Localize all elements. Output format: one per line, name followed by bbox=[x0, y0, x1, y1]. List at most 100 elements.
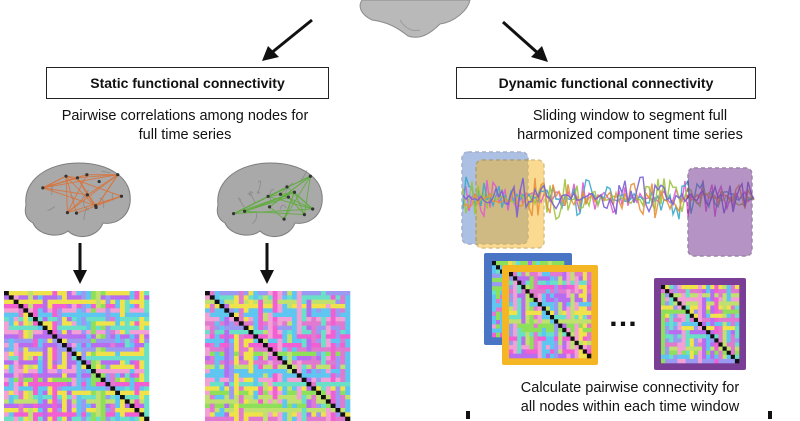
matrix-cell bbox=[718, 297, 722, 301]
matrix-cell bbox=[316, 378, 321, 383]
matrix-cell bbox=[86, 399, 91, 404]
matrix-cell bbox=[714, 301, 718, 305]
matrix-cell bbox=[579, 332, 583, 337]
matrix-cell bbox=[542, 332, 546, 337]
matrix-cell bbox=[521, 341, 525, 346]
matrix-cell bbox=[229, 408, 234, 413]
matrix-cell bbox=[115, 404, 120, 409]
matrix-cell bbox=[23, 304, 28, 309]
matrix-cell bbox=[229, 399, 234, 404]
matrix-cell bbox=[239, 391, 244, 396]
matrix-cell bbox=[23, 399, 28, 404]
matrix-cell bbox=[316, 404, 321, 409]
matrix-cell bbox=[714, 330, 718, 334]
matrix-cell bbox=[702, 289, 706, 293]
matrix-cell bbox=[710, 314, 714, 318]
matrix-cell bbox=[224, 295, 229, 300]
matrix-cell bbox=[205, 382, 210, 387]
matrix-cell bbox=[43, 386, 48, 391]
matrix-cell bbox=[550, 345, 554, 350]
matrix-cell bbox=[718, 310, 722, 314]
matrix-cell bbox=[575, 311, 579, 316]
matrix-cell bbox=[278, 300, 283, 305]
matrix-cell bbox=[702, 318, 706, 322]
matrix-cell bbox=[210, 343, 215, 348]
matrix-cell bbox=[316, 334, 321, 339]
matrix-cell bbox=[110, 365, 115, 370]
matrix-cell bbox=[677, 326, 681, 330]
matrix-cell bbox=[316, 386, 321, 391]
matrix-cell bbox=[496, 333, 500, 338]
matrix-cell bbox=[67, 399, 72, 404]
matrix-cell bbox=[278, 347, 283, 352]
matrix-cell bbox=[72, 330, 77, 335]
matrix-cell bbox=[340, 399, 345, 404]
matrix-cell bbox=[718, 330, 722, 334]
matrix-cell bbox=[215, 291, 220, 296]
matrix-cell bbox=[268, 399, 273, 404]
matrix-cell bbox=[263, 365, 268, 370]
matrix-cell bbox=[263, 295, 268, 300]
matrix-cell bbox=[249, 300, 254, 305]
matrix-cell bbox=[205, 378, 210, 383]
matrix-cell bbox=[258, 373, 263, 378]
matrix-cell bbox=[686, 338, 690, 342]
matrix-cell bbox=[321, 369, 326, 374]
matrix-cell bbox=[48, 330, 53, 335]
matrix-cell bbox=[292, 395, 297, 400]
matrix-cell bbox=[91, 369, 96, 374]
matrix-cell bbox=[336, 412, 341, 417]
matrix-cell bbox=[81, 382, 86, 387]
matrix-cell bbox=[345, 352, 350, 357]
matrix-cell bbox=[77, 313, 82, 318]
matrix-cell bbox=[538, 302, 542, 307]
matrix-cell bbox=[521, 349, 525, 354]
matrix-cell bbox=[253, 339, 258, 344]
matrix-cell bbox=[110, 352, 115, 357]
matrix-cell bbox=[550, 319, 554, 324]
matrix-cell bbox=[33, 308, 38, 313]
matrix-cell bbox=[530, 302, 534, 307]
matrix-cell bbox=[690, 297, 694, 301]
matrix-cell bbox=[263, 356, 268, 361]
matrix-cell bbox=[558, 302, 562, 307]
matrix-cell bbox=[546, 328, 550, 333]
matrix-cell bbox=[517, 289, 521, 294]
matrix-cell bbox=[135, 339, 140, 344]
matrix-cell bbox=[258, 356, 263, 361]
matrix-cell bbox=[4, 295, 9, 300]
matrix-cell bbox=[686, 334, 690, 338]
matrix-cell bbox=[718, 318, 722, 322]
matrix-cell bbox=[292, 347, 297, 352]
matrix-cell bbox=[234, 399, 239, 404]
matrix-cell bbox=[120, 304, 125, 309]
matrix-cell bbox=[661, 351, 665, 355]
matrix-cell bbox=[558, 337, 562, 342]
matrix-cell bbox=[33, 352, 38, 357]
matrix-cell bbox=[661, 314, 665, 318]
matrix-cell bbox=[258, 412, 263, 417]
matrix-cell bbox=[542, 285, 546, 290]
matrix-cell bbox=[292, 343, 297, 348]
matrix-cell bbox=[727, 342, 731, 346]
matrix-cell bbox=[139, 356, 144, 361]
matrix-cell bbox=[686, 310, 690, 314]
matrix-cell bbox=[86, 382, 91, 387]
matrix-cell bbox=[287, 330, 292, 335]
matrix-cell bbox=[686, 289, 690, 293]
matrix-cell bbox=[139, 386, 144, 391]
matrix-cell bbox=[43, 412, 48, 417]
matrix-cell bbox=[336, 356, 341, 361]
matrix-cell bbox=[331, 404, 336, 409]
matrix-cell bbox=[268, 365, 273, 370]
matrix-cell bbox=[23, 339, 28, 344]
matrix-cell bbox=[224, 404, 229, 409]
matrix-cell bbox=[579, 337, 583, 342]
matrix-cell bbox=[19, 347, 24, 352]
matrix-cell bbox=[106, 339, 111, 344]
network-node bbox=[311, 207, 314, 210]
matrix-cell bbox=[336, 304, 341, 309]
matrix-cell bbox=[115, 365, 120, 370]
matrix-cell bbox=[665, 330, 669, 334]
matrix-cell bbox=[224, 343, 229, 348]
